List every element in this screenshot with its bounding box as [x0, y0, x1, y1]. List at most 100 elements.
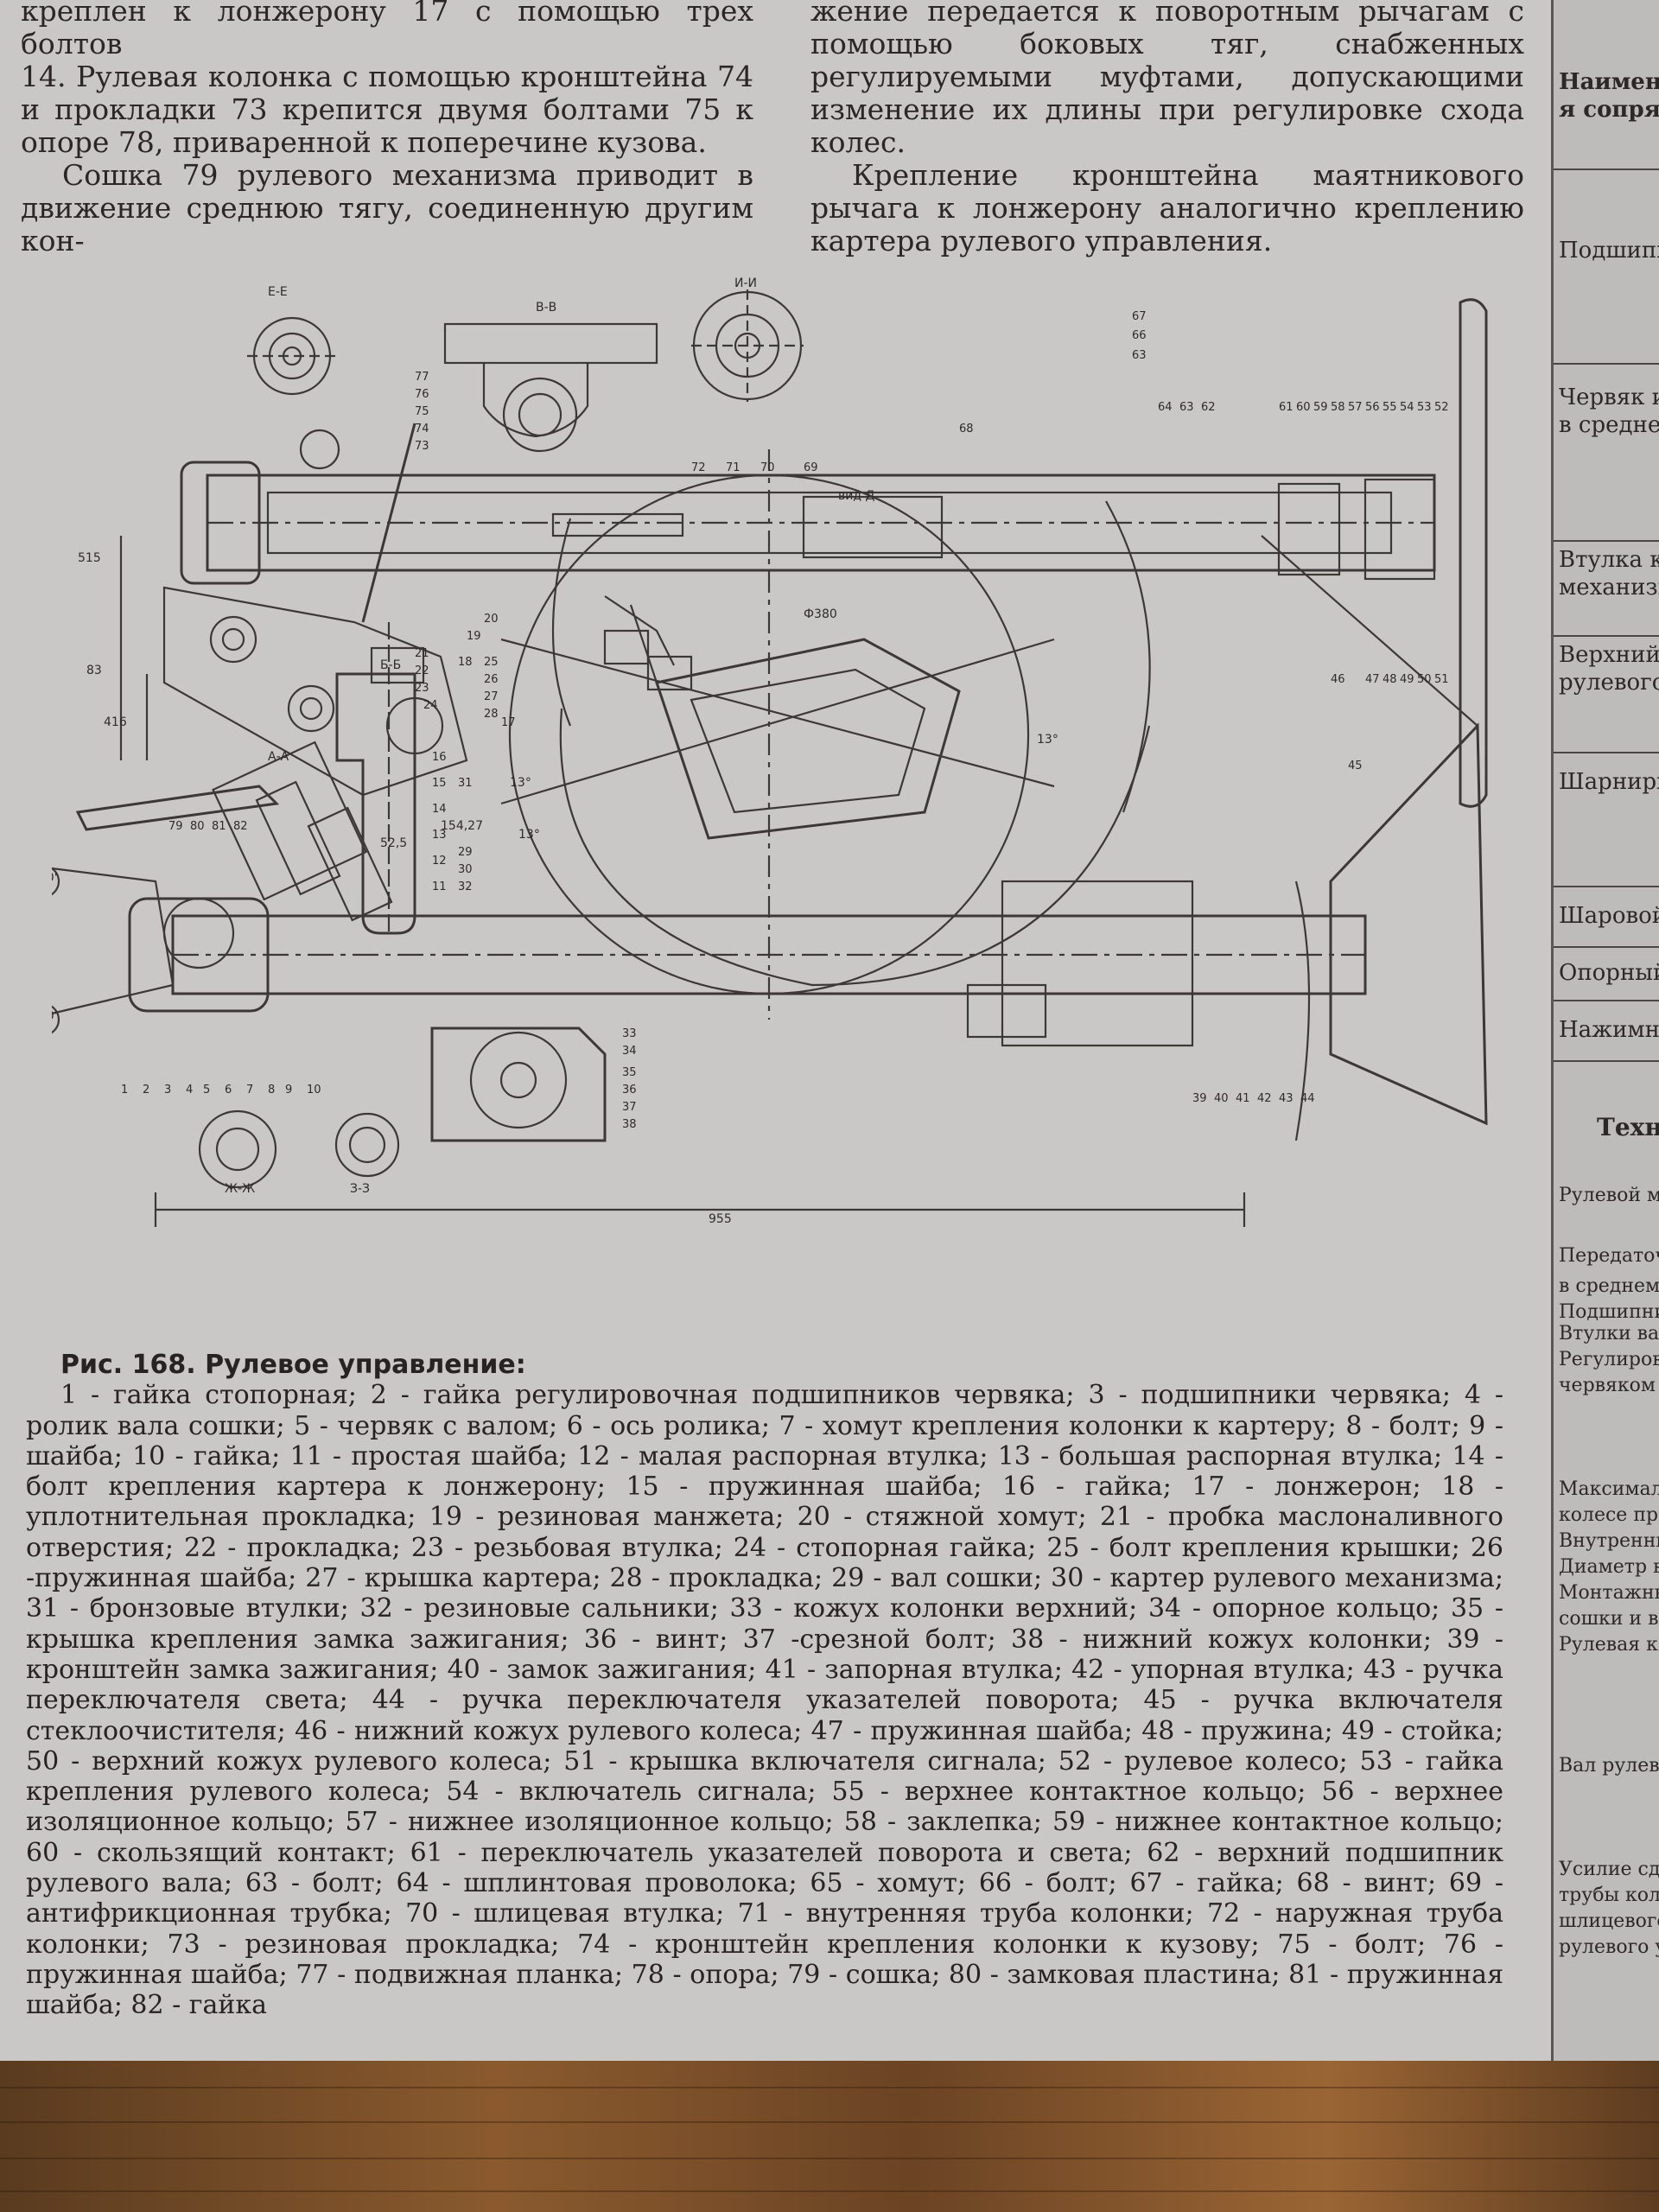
callout-number: 18: [458, 656, 473, 669]
table-cell: Нажимной п: [1559, 1017, 1659, 1043]
table-cell: Шарниры ру: [1559, 769, 1659, 795]
callout-number: 63: [1132, 349, 1147, 362]
table-row: Подшипник: [1554, 168, 1659, 365]
callout-number: 81: [212, 820, 226, 833]
callout-number: 50: [1417, 673, 1432, 686]
spec-section-title: Техн: [1597, 1113, 1659, 1141]
table-row: Нажимной п: [1554, 1000, 1659, 1062]
callout-number: 68: [959, 423, 974, 435]
callout-number: 64: [1158, 401, 1173, 414]
callout-number: 28: [484, 708, 499, 721]
callout-number: 56: [1365, 401, 1380, 414]
dim-416: 416: [104, 715, 127, 729]
spec-note-line: Диаметр вала со: [1559, 1556, 1659, 1578]
spec-note-line: в среднем пол: [1559, 1275, 1659, 1297]
dim-phi380: Ф380: [804, 607, 837, 621]
section-e-e: [247, 316, 337, 396]
callout-number: 2: [143, 1084, 149, 1096]
left-top-partial-line: креплен к лонжерону 17 с помощью трех бо…: [21, 0, 753, 60]
right-top-partial-paragraph: жение передается к поворотным рычагам с …: [810, 0, 1524, 159]
steering-column-side-view: [52, 722, 1488, 1141]
label-section-zh-zh: Ж-Ж: [225, 1182, 255, 1196]
callout-number: 51: [1434, 673, 1449, 686]
steering-column-top-view: [180, 298, 1488, 808]
spec-note-line: Вал рулевого уп: [1559, 1755, 1659, 1777]
label-section-z-z: З-З: [350, 1182, 370, 1196]
callout-number: 47: [1365, 673, 1380, 686]
table-cell: Подшипник: [1559, 238, 1659, 264]
callout-number: 16: [432, 751, 447, 764]
callout-number: 63: [1179, 401, 1194, 414]
caption-body: 1 - гайка стопорная; 2 - гайка регулиров…: [26, 1380, 1503, 2021]
spec-note-line: Регулировка заз: [1559, 1349, 1659, 1370]
sections-zh-z-and-detail: [154, 1027, 1246, 1227]
callout-number: 1: [121, 1084, 128, 1096]
callout-number: 44: [1300, 1092, 1315, 1105]
label-view-d: вид Д: [838, 489, 874, 503]
callout-number: 40: [1214, 1092, 1229, 1105]
left-paragraph-1: 14. Рулевая колонка с помощью кронштейна…: [21, 60, 753, 159]
caption-title: Рис. 168. Рулевое управление:: [60, 1350, 526, 1380]
callout-number: 27: [484, 690, 499, 703]
callout-number: 60: [1296, 401, 1311, 414]
callout-number: 61: [1279, 401, 1294, 414]
spec-note-line: трубы колонн: [1559, 1885, 1659, 1906]
callout-number: 41: [1236, 1092, 1250, 1105]
table-cell: Верхний по: [1559, 642, 1659, 668]
callout-number: 29: [458, 846, 473, 859]
callout-number: 48: [1382, 673, 1397, 686]
table-row: Шарниры ру: [1554, 752, 1659, 887]
callout-number: 38: [622, 1118, 637, 1131]
callout-number: 33: [622, 1027, 637, 1040]
callout-number: 75: [415, 405, 429, 418]
dim-52-5: 52,5: [380, 836, 407, 850]
table-row: Втулка карт механизма и: [1554, 540, 1659, 637]
table-row: Верхний по рулевого упр: [1554, 635, 1659, 753]
callout-number: 24: [423, 699, 438, 712]
callout-number: 66: [1132, 329, 1147, 342]
table-header-row: Наимено я сопря: [1554, 0, 1659, 170]
left-paragraph-2: Сошка 79 рулевого механизма приводит в д…: [21, 158, 753, 257]
wooden-desk-surface: [0, 2061, 1659, 2212]
callout-number: 82: [233, 820, 248, 833]
dim-13-left-lower: 13°: [518, 828, 540, 842]
spec-note-line: рулевого упра: [1559, 1936, 1659, 1958]
callout-number: 17: [501, 716, 516, 729]
spec-note-line: червяком и р: [1559, 1375, 1659, 1396]
table-cell: Опорный вк: [1559, 960, 1659, 986]
callout-number: 70: [760, 461, 775, 474]
book-page: креплен к лонжерону 17 с помощью трех бо…: [0, 0, 1555, 2061]
table-cell: в среднем п: [1559, 412, 1659, 438]
callout-number: 36: [622, 1084, 637, 1096]
callout-number: 30: [458, 863, 473, 876]
callout-number: 19: [467, 630, 481, 643]
dim-13-right: 13°: [1037, 733, 1058, 747]
spec-note-line: колесе при по: [1559, 1504, 1659, 1526]
callout-number: 49: [1400, 673, 1414, 686]
callout-number: 8: [268, 1084, 275, 1096]
section-i-i: [691, 289, 804, 402]
dim-154-27: 154,27: [441, 819, 483, 833]
callout-number: 77: [415, 371, 429, 384]
label-section-a-a: А-А: [268, 750, 289, 764]
steering-technical-drawing: Е-Е В-В И-И Б-Б А-А вид Д Ж-Ж З-З 515 83…: [52, 276, 1488, 1227]
callout-number: 11: [432, 880, 447, 893]
callout-number: 52: [1434, 401, 1449, 414]
callout-number: 25: [484, 656, 499, 669]
table-row: Червяк и ро в среднем п: [1554, 363, 1659, 542]
callout-number: 22: [415, 664, 429, 677]
callout-number: 71: [726, 461, 741, 474]
spec-note-line: Подшипники ч: [1559, 1301, 1659, 1323]
table-row: Шаровой па: [1554, 886, 1659, 948]
callout-number: 69: [804, 461, 818, 474]
right-paragraph-2: Крепление кронштейна маятникового рычага…: [810, 158, 1524, 257]
spec-note-line: Рулевой механи: [1559, 1185, 1659, 1206]
label-section-b-b: Б-Б: [380, 658, 401, 672]
section-v-v: [443, 322, 658, 453]
figure-caption: Рис. 168. Рулевое управление: 1 - гайка …: [26, 1350, 1503, 2021]
callout-number: 42: [1257, 1092, 1272, 1105]
table-cell: механизма и: [1559, 575, 1659, 601]
callout-number: 79: [168, 820, 183, 833]
label-section-v-v: В-В: [536, 301, 556, 315]
